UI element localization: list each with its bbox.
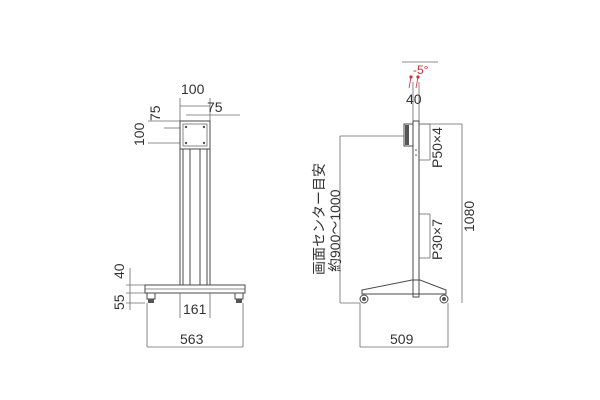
pole-right xyxy=(199,148,208,286)
screen-center-range: 約900～1000 xyxy=(327,189,343,272)
side-view: -5° 40 P50×4 P30×7 1080 画面センター目安 約900～10… xyxy=(311,61,477,348)
pole-hole xyxy=(415,149,417,151)
dim-base-width: 563 xyxy=(180,331,204,347)
dim-pole-depth: 40 xyxy=(406,91,422,107)
dim-total-height: 1080 xyxy=(461,201,477,232)
caster-right-wheel xyxy=(236,299,242,303)
dim-side-height-outer: 100 xyxy=(131,122,147,146)
caster-left-wheel xyxy=(148,299,154,303)
side-pole xyxy=(412,120,420,298)
dim-inner-width: 75 xyxy=(207,99,223,115)
side-caster-front xyxy=(359,294,369,304)
vesa-hole xyxy=(184,125,188,129)
pole-hole xyxy=(415,154,417,156)
dim-tilt: -5° xyxy=(413,63,429,77)
dim-top-width: 100 xyxy=(181,81,205,97)
pole-left xyxy=(182,148,191,286)
dim-side-height-inner: 75 xyxy=(147,105,163,121)
dim-pole-width: 161 xyxy=(183,301,207,317)
screen-center-note: 画面センター目安 xyxy=(311,163,327,275)
dim-base-depth: 509 xyxy=(390,331,414,347)
vesa-plate-inner xyxy=(182,123,208,147)
side-caster-rear xyxy=(439,294,449,304)
dim-foot-height: 40 xyxy=(111,263,127,279)
tilt-arc-line xyxy=(415,76,419,89)
vesa-hole xyxy=(202,125,206,129)
side-caster-rear-hub xyxy=(442,297,446,301)
front-view: 100 75 100 75 40 55 xyxy=(111,81,246,348)
caster-left xyxy=(146,292,156,300)
side-caster-front-hub xyxy=(362,297,366,301)
dim-slot-pitch: P30×7 xyxy=(429,219,445,260)
vesa-hole xyxy=(202,141,206,145)
vesa-plate xyxy=(179,120,211,150)
vesa-hole xyxy=(184,141,188,145)
side-base xyxy=(361,279,447,295)
dim-caster-height: 55 xyxy=(111,294,127,310)
tilt-arc-line xyxy=(408,76,412,89)
dim-bracket-pitch: P50×4 xyxy=(429,127,445,168)
mount-bracket-plate xyxy=(405,125,409,145)
caster-right xyxy=(234,292,244,300)
